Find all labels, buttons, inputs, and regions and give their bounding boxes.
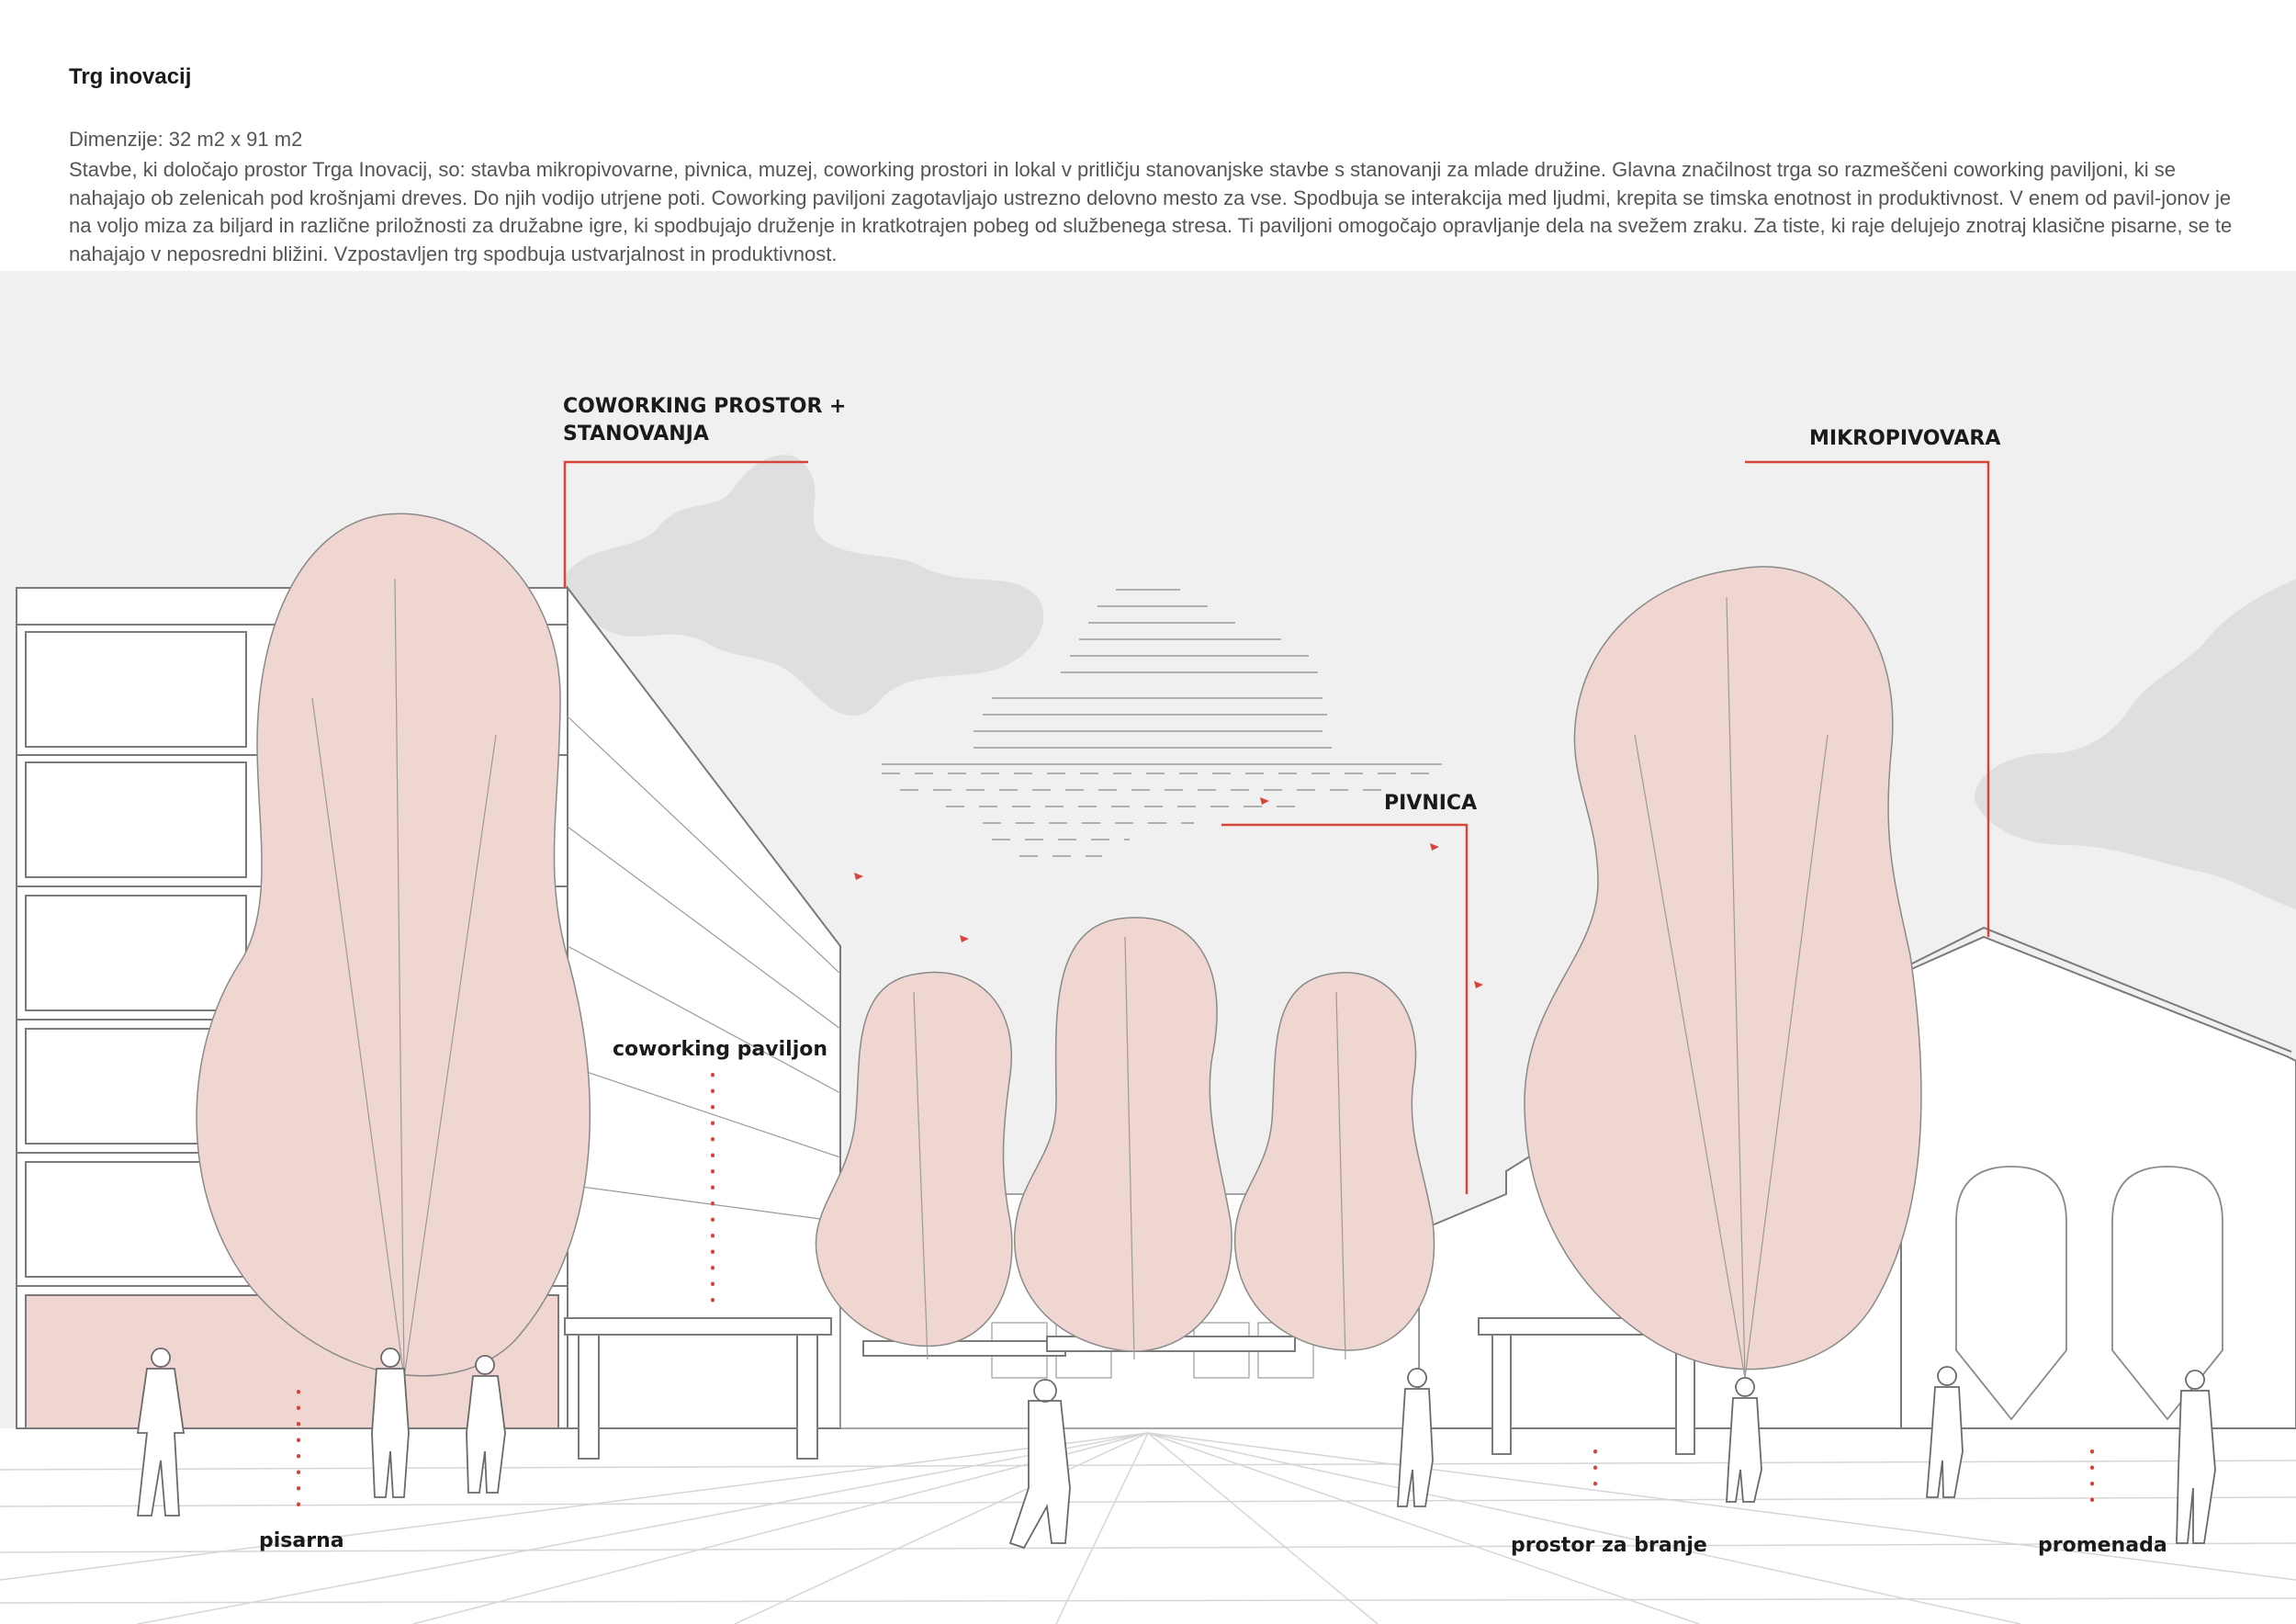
person-6 <box>1726 1377 1762 1503</box>
page-title: Trg inovacij <box>69 64 192 89</box>
leader-pivnica <box>1221 823 1469 1194</box>
cloud-hatch <box>882 589 1442 857</box>
person-2 <box>371 1348 410 1498</box>
label-coworking-prostor: COWORKING PROSTOR + STANOVANJA <box>563 393 846 448</box>
tree-center-3 <box>1233 972 1435 1351</box>
description-text: Stavbe, ki določajo prostor Trga Inovaci… <box>69 158 2233 265</box>
label-coworking-paviljon: coworking paviljon <box>613 1038 828 1061</box>
tree-center-1 <box>815 971 1013 1348</box>
tree-trunk-lines <box>311 578 1829 1379</box>
person-3 <box>466 1355 506 1494</box>
label-pivnica: PIVNICA <box>1384 792 1478 815</box>
cloud-left <box>564 455 1044 716</box>
label-promenada: promenada <box>2038 1534 2167 1557</box>
person-7 <box>1926 1366 1964 1498</box>
tree-center-2 <box>1013 917 1232 1352</box>
pavilion-left <box>564 1317 832 1460</box>
section-illustration <box>0 271 2296 1624</box>
person-4 <box>1008 1379 1071 1550</box>
label-coworking-line2: STANOVANJA <box>563 423 709 445</box>
person-5 <box>1397 1368 1434 1507</box>
person-1 <box>136 1348 186 1517</box>
label-prostor-za-branje: prostor za branje <box>1511 1534 1707 1557</box>
leader-mikropivovara <box>1745 460 1990 937</box>
leader-coworking <box>563 460 808 588</box>
building-brewery-roof <box>1909 926 2292 1053</box>
people <box>136 1348 2216 1550</box>
silo-outlines <box>1955 1166 2223 1421</box>
birds <box>854 797 1483 988</box>
label-mikropivovara: MIKROPIVOVARA <box>1809 427 2001 450</box>
leader-lines <box>563 460 1990 1194</box>
dotted-markers <box>297 1073 2094 1517</box>
tree-large-right <box>1524 566 1922 1370</box>
dimensions-text: Dimenzije: 32 m2 x 91 m2 <box>69 128 303 151</box>
label-pisarna: pisarna <box>259 1529 344 1552</box>
tree-large-left <box>196 513 591 1377</box>
trees <box>196 513 1922 1377</box>
person-8 <box>2176 1370 2216 1544</box>
header: Trg inovacij Dimenzije: 32 m2 x 91 m2 St… <box>0 0 2296 271</box>
cloud-right <box>1975 579 2296 909</box>
label-coworking-line1: COWORKING PROSTOR + <box>563 395 847 418</box>
